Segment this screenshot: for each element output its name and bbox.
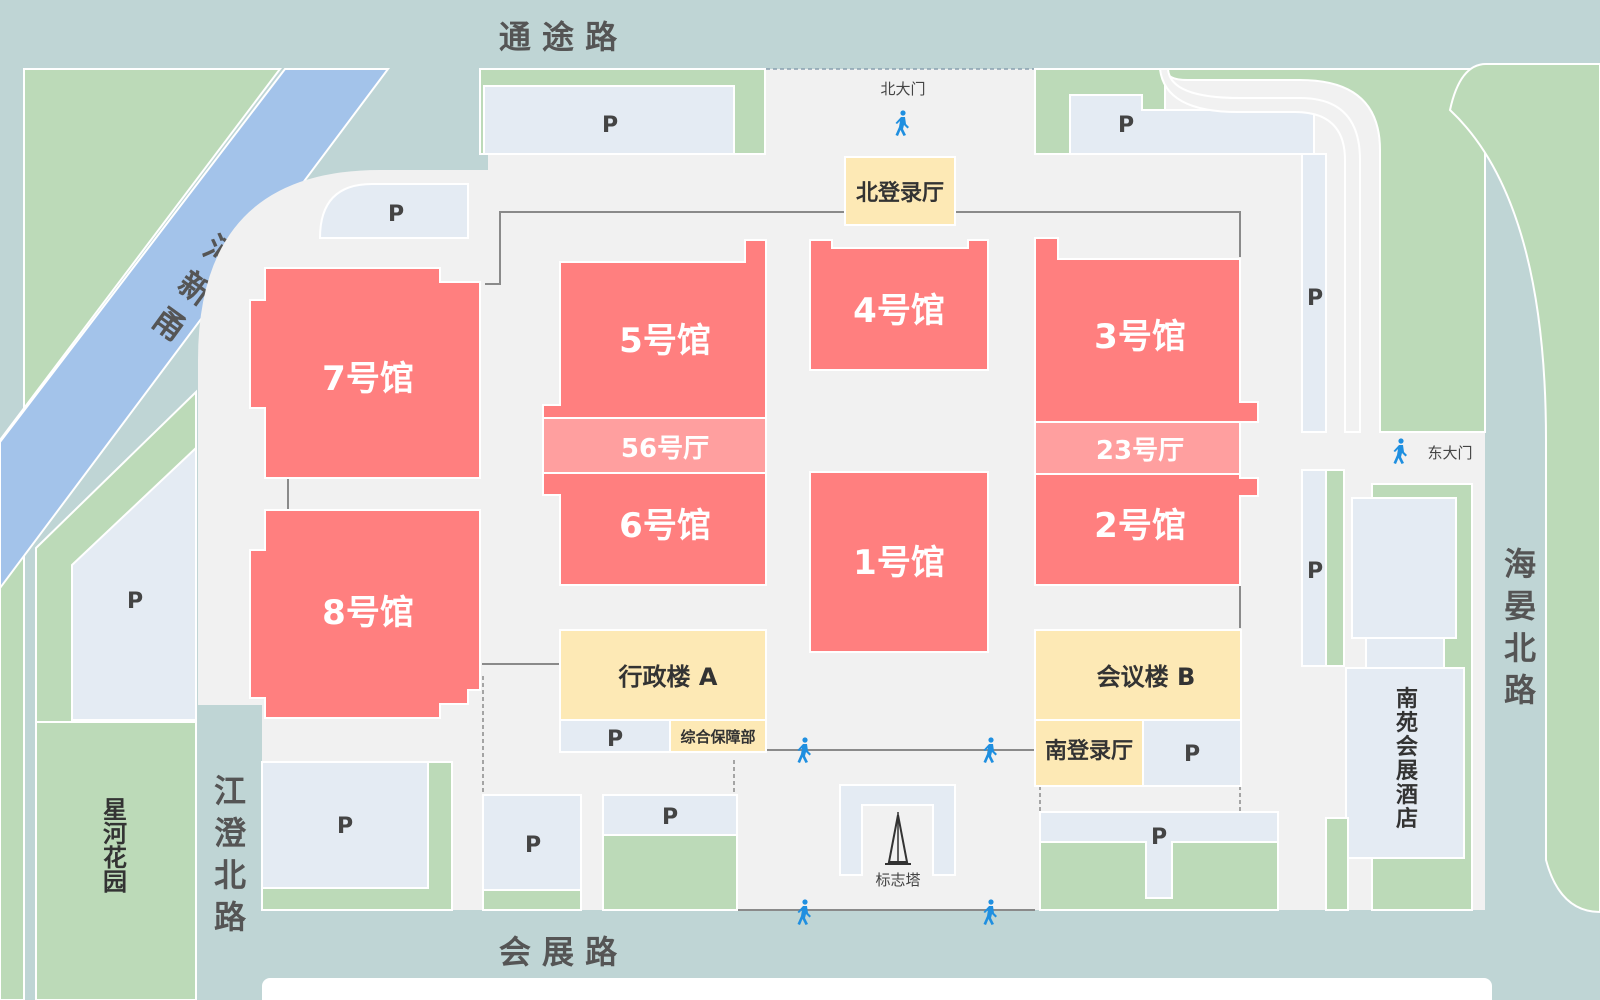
hall-6[interactable] [542,472,767,586]
road-east-label: 海晏北路 [1504,545,1537,709]
east-gate-label: 东大门 [1427,444,1472,462]
hall-23[interactable] [1034,421,1241,475]
parking-north-west-small-label: P [388,202,404,227]
parking-south-west[interactable] [261,761,429,889]
green-far-east [1448,63,1600,914]
road-west-label: 江澄北路 [214,772,247,936]
green-hotel-small [1325,817,1349,911]
parking-west-label: P [127,589,143,614]
parking-east-upper[interactable] [1301,153,1327,433]
parking-south-3[interactable] [602,794,738,836]
north-lobby-label: 北登录厅 [856,181,944,206]
parking-east-lower-label: P [1307,559,1323,584]
hotel-label: 南苑会展酒店 [1396,687,1418,832]
bottom-panel [262,978,1492,1000]
hall-8[interactable] [249,509,481,719]
parking-meeting-label: P [1184,742,1200,767]
tower-label: 标志塔 [875,871,920,889]
tower-plaza [839,784,956,876]
hotel-link [1365,637,1445,669]
parking-south-2[interactable] [482,794,582,891]
parking-north-west-label: P [602,113,618,138]
parking-west[interactable] [71,445,197,721]
hall-23-label: 23号厅 [1096,436,1184,466]
dashed-paths [482,676,1241,812]
hall-1[interactable] [809,471,989,653]
green-east-mid [1325,469,1345,667]
parking-south-east[interactable] [1039,811,1279,899]
meeting-building-label: 会议楼 B [1097,663,1196,691]
meeting-building-b[interactable] [1034,629,1242,721]
hall-4[interactable] [809,239,989,371]
south-lobby-label: 南登录厅 [1045,739,1133,764]
hall-6-label: 6号馆 [619,506,711,546]
admin-building-label: 行政楼 A [618,663,718,691]
parking-east-lower[interactable] [1301,469,1327,667]
hall-5-label: 5号馆 [619,321,711,361]
hall-2[interactable] [1034,473,1259,586]
green-area-west [0,68,283,1000]
parking-south-3-label: P [662,805,678,830]
hall-4-label: 4号馆 [853,291,945,331]
hall-56-label: 56号厅 [621,434,709,464]
north-gate-label: 北大门 [880,80,925,98]
parking-south-west-label: P [337,814,353,839]
hotel-building[interactable] [1345,667,1465,859]
hall-2-label: 2号馆 [1094,506,1186,546]
parking-meeting[interactable] [1142,719,1242,787]
parking-south-east-label: P [1151,825,1167,850]
parking-south-2-label: P [525,833,541,858]
support-department-label: 综合保障部 [680,728,755,746]
east-access-road [1158,68,1361,433]
garden [35,721,197,1000]
north-lobby[interactable] [844,156,956,226]
parking-east-upper-label: P [1307,286,1323,311]
hall-56[interactable] [542,417,767,474]
parking-north-west[interactable] [483,85,735,155]
hall-3-label: 3号馆 [1094,317,1186,357]
road-south-label: 会 展 路 [499,933,618,971]
support-department[interactable] [669,719,767,753]
admin-building-a[interactable] [559,629,767,721]
hall-1-label: 1号馆 [853,543,945,583]
hall-7[interactable] [249,267,481,479]
garden-label: 星河花园 [103,796,127,896]
road-north-label: 通 途 路 [499,18,618,56]
hall-7-label: 7号馆 [322,359,414,399]
parking-north-east-label: P [1118,113,1134,138]
hall-8-label: 8号馆 [322,593,414,633]
hotel-annex [1351,497,1457,639]
parking-north-west-small[interactable] [318,183,469,239]
parking-admin-label: P [607,727,623,752]
